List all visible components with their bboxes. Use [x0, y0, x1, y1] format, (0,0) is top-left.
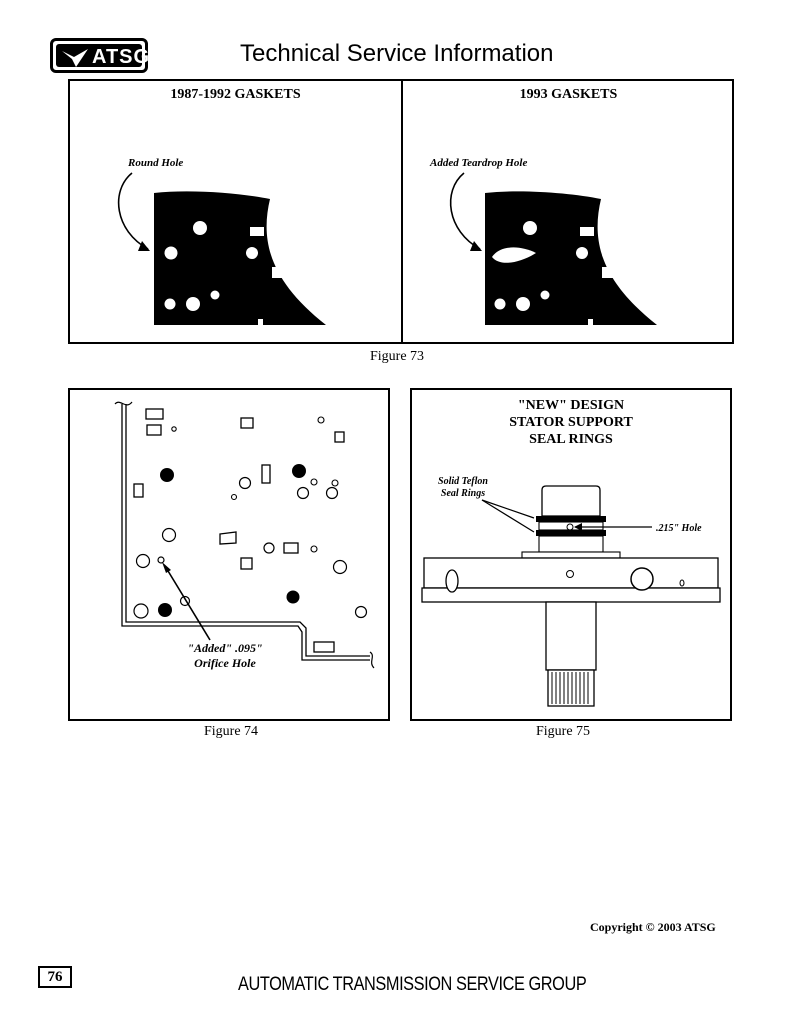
figure-74-box: "Added" .095" Orifice Hole [68, 388, 390, 721]
separator-plate-drawing [114, 401, 375, 669]
figure-73-divider [401, 81, 403, 342]
round-hole-label: Round Hole [128, 157, 184, 169]
footer-text: AUTOMATIC TRANSMISSION SERVICE GROUP [238, 974, 587, 995]
figure-73-box: 1987-1992 GASKETS 1993 GASKETS Round Hol… [68, 79, 734, 344]
hole-label: .215" Hole [656, 523, 702, 534]
seal-ring-leader-lower [481, 499, 535, 533]
page-number: 76 [38, 966, 72, 988]
figure-73-caption: Figure 73 [370, 349, 425, 364]
logo-brand-text: ATSG [92, 46, 151, 68]
figure-75-title-line1: "NEW" DESIGN [517, 398, 625, 413]
page-title: Technical Service Information [240, 40, 554, 67]
stator-support-drawing [421, 485, 721, 707]
seal-ring-leader-upper [481, 499, 535, 519]
orifice-label-line2: Orifice Hole [194, 656, 256, 670]
copyright-notice: Copyright © 2003 ATSG [590, 920, 716, 934]
checkmark-icon [62, 49, 88, 67]
figure-75-title-line3: SEAL RINGS [529, 432, 613, 447]
figure-75-caption: Figure 75 [536, 724, 591, 739]
teardrop-hole [492, 247, 536, 263]
added-orifice-hole [157, 556, 165, 564]
arrowhead-icon [162, 562, 171, 573]
gasket-1987-1992 [154, 191, 326, 325]
teardrop-hole-arrow [449, 172, 481, 250]
figure-73-left-title: 1987-1992 GASKETS [170, 87, 301, 102]
arrowhead-icon [470, 241, 482, 251]
orifice-label-line1: "Added" .095" [187, 641, 263, 655]
arrowhead-icon [138, 241, 150, 251]
atsg-logo: ATSG [50, 38, 151, 73]
arrowhead-icon [574, 523, 582, 531]
gasket-drawings [117, 172, 657, 327]
seal-rings-label-line2: Seal Rings [440, 488, 486, 499]
figure-75-box: "NEW" DESIGN STATOR SUPPORT SEAL RINGS S… [410, 388, 732, 721]
figure-74-caption: Figure 74 [204, 724, 259, 739]
figure-75-title-line2: STATOR SUPPORT [509, 415, 633, 430]
figure-73-right-title: 1993 GASKETS [519, 87, 618, 102]
round-hole-arrow [117, 172, 149, 250]
teardrop-hole-label: Added Teardrop Hole [430, 157, 528, 169]
orifice-arrow [164, 565, 211, 641]
seal-rings-label-line1: Solid Teflon [438, 476, 488, 487]
